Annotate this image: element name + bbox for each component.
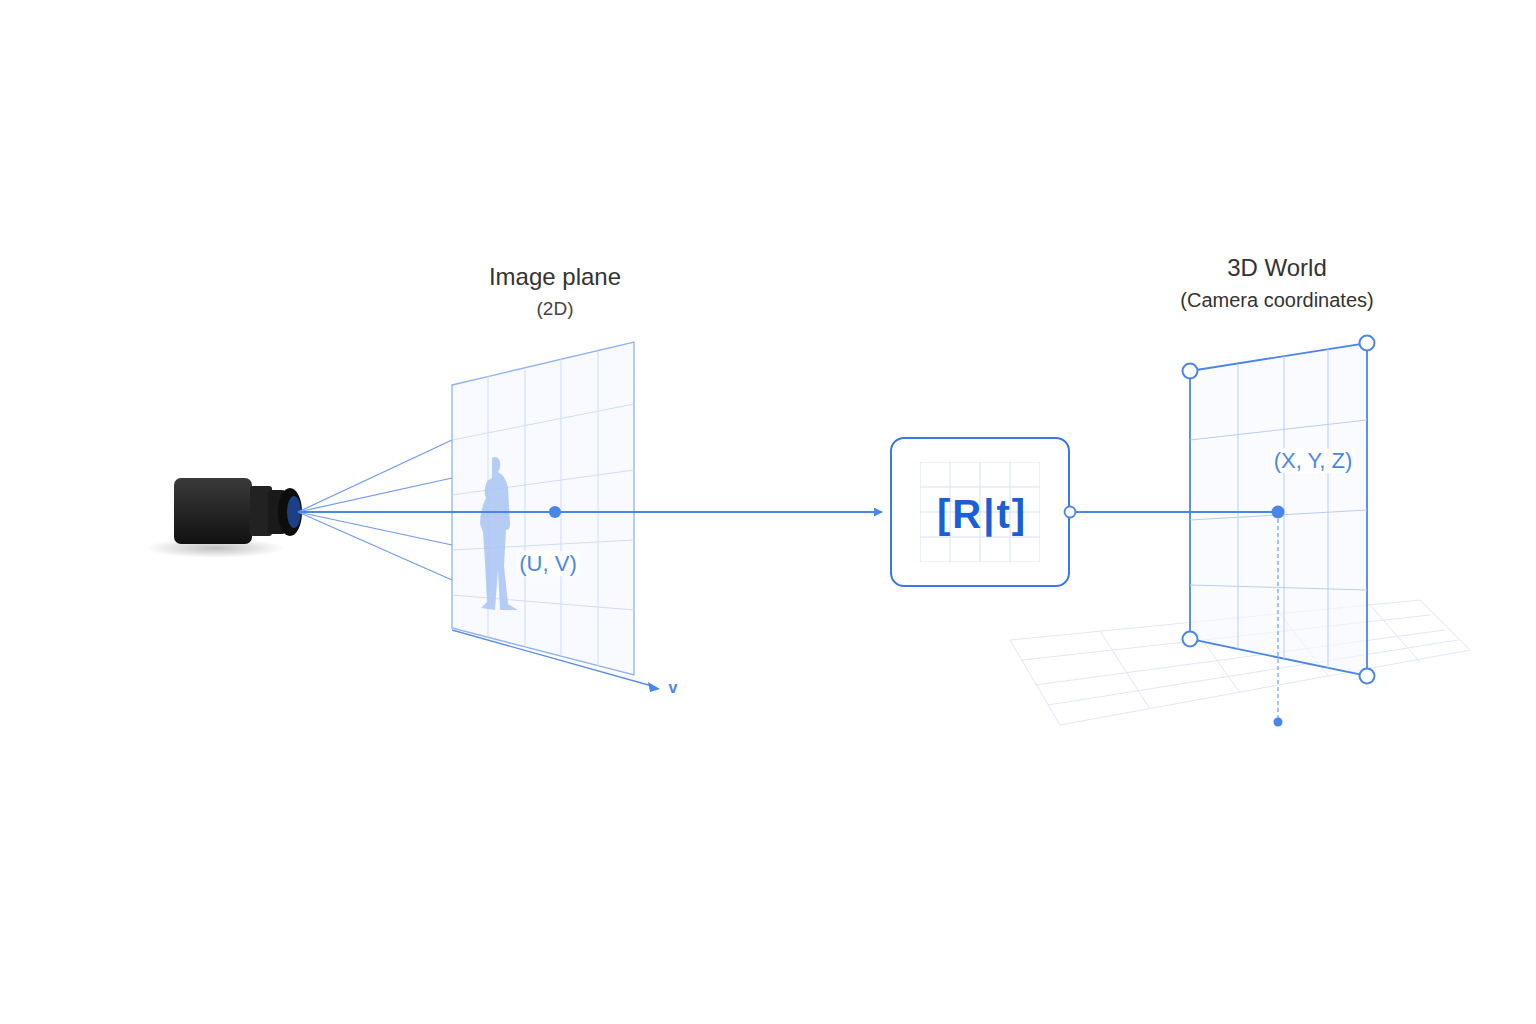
principal-ray	[298, 511, 634, 513]
camera	[145, 478, 302, 558]
point-label: (U, V)	[516, 551, 579, 576]
plane-subheading: (2D)	[537, 298, 574, 320]
point-label: (X, Y, Z)	[1271, 448, 1356, 473]
world-plane	[1150, 336, 1375, 727]
transform-matrix: [R|t]	[937, 491, 1027, 537]
image-plane-node: Image plane (2D) (U, V)	[452, 258, 634, 678]
world-plane-node: 3D World (Camera coordinates) (X, Y, Z)	[1150, 250, 1405, 690]
world-heading: 3D World	[1227, 254, 1327, 282]
transform-box: [R|t]	[890, 437, 1070, 587]
axis-label: v	[669, 679, 678, 697]
projection-rays	[298, 440, 452, 580]
image-point	[549, 506, 561, 518]
connector	[634, 511, 882, 513]
person-silhouette	[480, 457, 518, 610]
world-subheading: (Camera coordinates)	[1180, 289, 1373, 312]
connector	[1070, 511, 1150, 513]
plane-heading: Image plane	[489, 263, 621, 291]
image-plane	[452, 342, 660, 692]
